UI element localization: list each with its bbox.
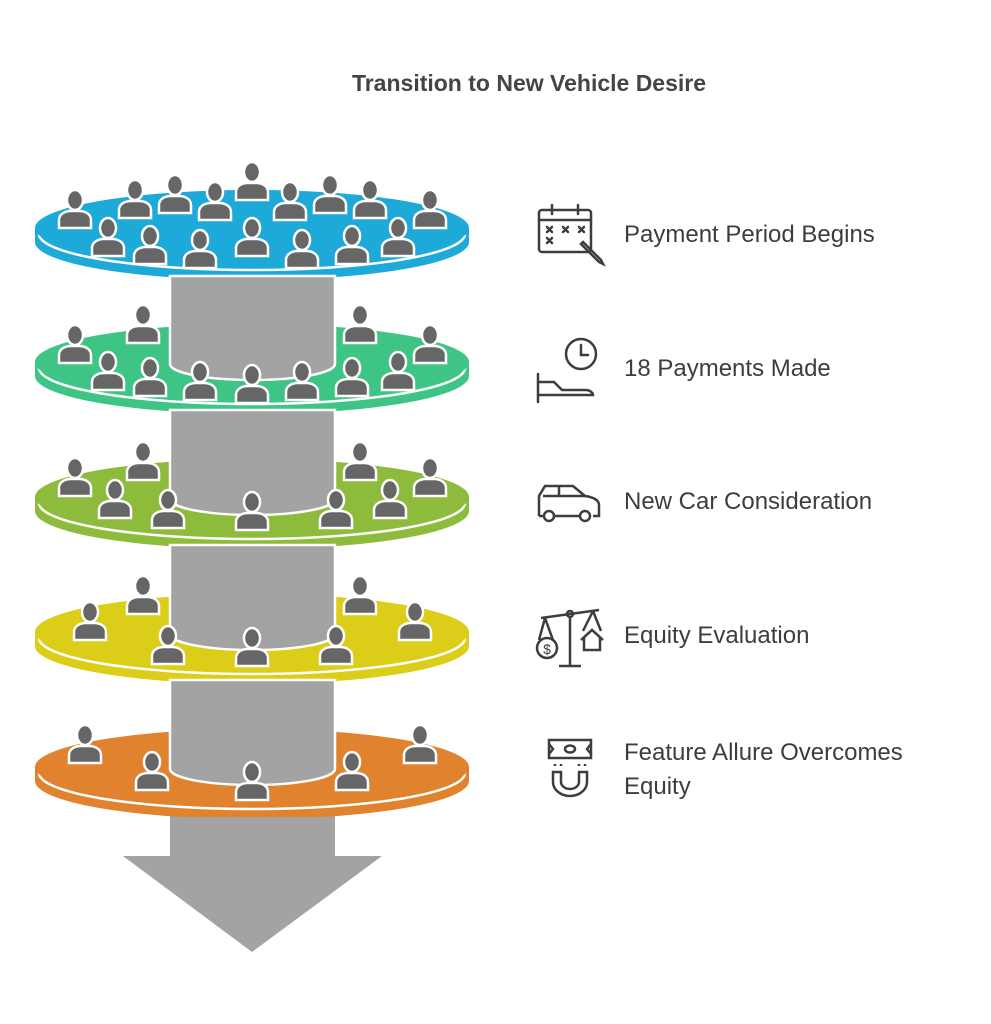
column-bottom xyxy=(170,817,335,877)
person-icon xyxy=(397,600,433,642)
person-icon xyxy=(234,490,270,532)
person-icon xyxy=(402,723,438,765)
person-icon xyxy=(372,478,408,520)
person-icon xyxy=(125,440,161,482)
person-icon xyxy=(234,160,270,202)
person-icon xyxy=(334,356,370,398)
calendar-icon xyxy=(533,200,609,276)
hand-clock-icon xyxy=(533,334,609,410)
disc-edge-4 xyxy=(37,637,467,676)
person-icon xyxy=(380,216,416,258)
person-icon xyxy=(284,228,320,270)
person-icon xyxy=(182,360,218,402)
person-icon xyxy=(97,478,133,520)
person-icon xyxy=(132,356,168,398)
person-icon xyxy=(132,224,168,266)
person-icon xyxy=(57,188,93,230)
person-icon xyxy=(334,750,370,792)
person-icon xyxy=(272,180,308,222)
stage-label-payment-period: Payment Period Begins xyxy=(624,221,875,248)
money-magnet-icon xyxy=(533,736,609,812)
person-icon xyxy=(380,350,416,392)
scale-icon: $ xyxy=(533,600,609,676)
stage-label-new-car: New Car Consideration xyxy=(624,488,873,515)
diagram-title: Transition to New Vehicle Desire xyxy=(351,70,707,96)
person-icon xyxy=(90,350,126,392)
person-icon xyxy=(150,624,186,666)
person-icon xyxy=(342,574,378,616)
person-icon xyxy=(182,228,218,270)
person-icon xyxy=(90,216,126,258)
person-icon xyxy=(72,600,108,642)
disc-edge-1 xyxy=(37,233,467,272)
person-icon xyxy=(234,216,270,258)
person-icon xyxy=(67,723,103,765)
person-icon xyxy=(125,574,161,616)
stage-label-payments-made: 18 Payments Made xyxy=(624,355,831,382)
person-icon xyxy=(342,440,378,482)
person-icon xyxy=(150,488,186,530)
person-icon xyxy=(352,178,388,220)
svg-text:$: $ xyxy=(543,641,551,657)
stage-label-feature-allure: Feature Allure Overcomes Equity xyxy=(624,739,903,800)
person-icon xyxy=(117,178,153,220)
person-icon xyxy=(342,303,378,345)
car-icon xyxy=(533,466,609,542)
person-icon xyxy=(334,224,370,266)
disc-edge-5 xyxy=(37,772,467,811)
person-icon xyxy=(197,180,233,222)
person-icon xyxy=(234,626,270,668)
person-icon xyxy=(234,363,270,405)
person-icon xyxy=(234,760,270,802)
person-icon xyxy=(318,488,354,530)
disc-edge-3 xyxy=(37,502,467,541)
person-icon xyxy=(412,188,448,230)
person-icon xyxy=(157,173,193,215)
person-icon xyxy=(284,360,320,402)
person-icon xyxy=(57,456,93,498)
person-icon xyxy=(125,303,161,345)
person-icon xyxy=(312,173,348,215)
person-icon xyxy=(318,624,354,666)
person-icon xyxy=(134,750,170,792)
person-icon xyxy=(412,456,448,498)
stage-label-equity: Equity Evaluation xyxy=(624,622,810,649)
person-icon xyxy=(57,323,93,365)
person-icon xyxy=(412,323,448,365)
